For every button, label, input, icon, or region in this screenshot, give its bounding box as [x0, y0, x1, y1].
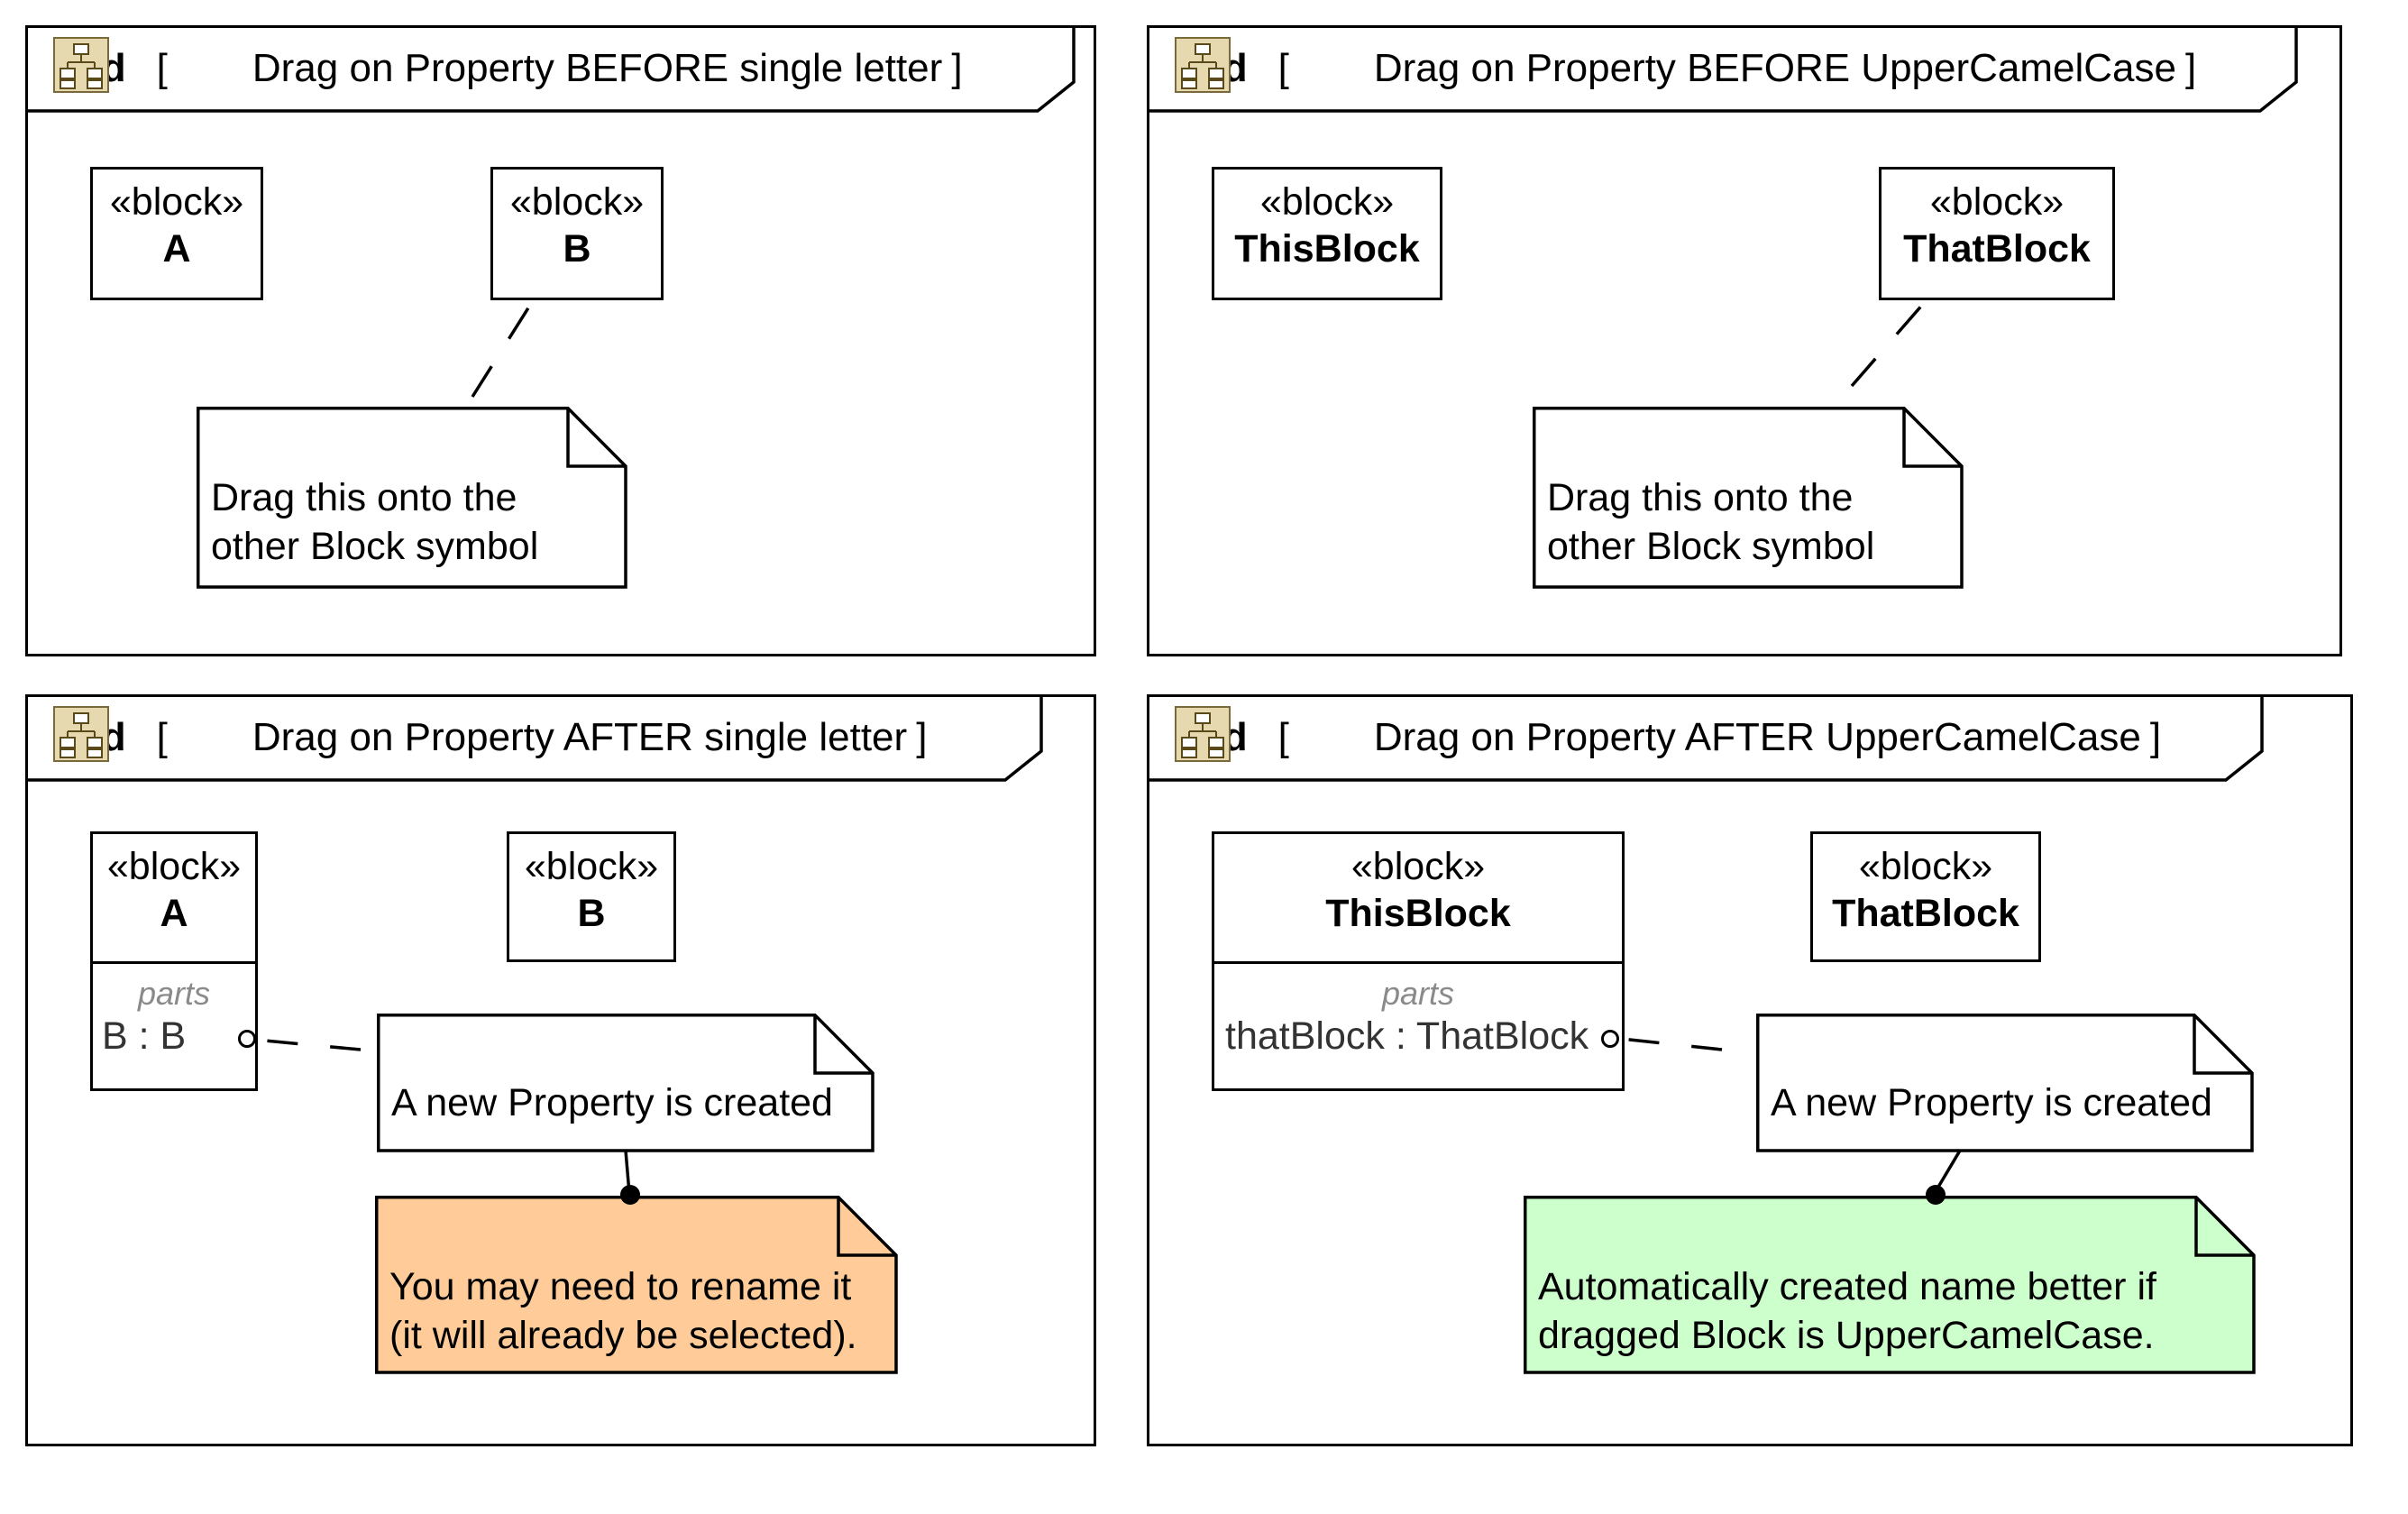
comment-note-rename-tip[interactable]: You may need to rename it (it will alrea…: [375, 1196, 898, 1374]
block-stereotype: «block»: [509, 180, 645, 224]
frame-header-tab: [28, 697, 1043, 782]
note-line: (it will already be selected).: [389, 1314, 857, 1357]
note-shape: [377, 1014, 874, 1152]
block-thisblock-with-parts[interactable]: «block» ThisBlock parts thatBlock : That…: [1212, 831, 1625, 1091]
block-name: B: [563, 227, 591, 271]
note-shape: [375, 1196, 898, 1374]
note-text: A new Property is created: [391, 1078, 833, 1127]
bracket-close: ]: [916, 715, 928, 759]
note-line: Drag this onto the: [1547, 476, 1854, 519]
note-text: Automatically created name better if dra…: [1538, 1262, 2156, 1360]
bracket-open: [: [1277, 46, 1289, 90]
part-property[interactable]: thatBlock : ThatBlock: [1225, 1014, 1589, 1058]
note-shape: [1533, 407, 1964, 589]
block-name: ThatBlock: [1903, 227, 2091, 271]
anchor-dot-icon: [1926, 1185, 1946, 1205]
note-line: A new Property is created: [391, 1081, 833, 1124]
parts-compartment: parts thatBlock : ThatBlock: [1214, 961, 1622, 1088]
frame-header-tab: [1149, 697, 2264, 782]
block-name: ThisBlock: [1325, 892, 1511, 935]
block-name: ThisBlock: [1234, 227, 1420, 271]
block-thatblock[interactable]: «block» ThatBlock: [1810, 831, 2041, 962]
note-line: Drag this onto the: [211, 476, 517, 519]
compartment-label: parts: [137, 975, 211, 1012]
bdd-diagram-icon: [1175, 37, 1358, 96]
note-text: Drag this onto the other Block symbol: [1547, 473, 1874, 571]
anchor-dot-icon: [620, 1185, 640, 1205]
frame-title: Drag on Property BEFORE single letter: [252, 46, 943, 90]
bracket-close: ]: [2185, 46, 2197, 90]
bracket-close: ]: [2149, 715, 2162, 759]
frame-header-tab: [28, 28, 1076, 113]
comment-note-property-created[interactable]: A new Property is created: [1756, 1014, 2254, 1152]
frame-title: Drag on Property AFTER single letter: [252, 715, 908, 759]
bdd-diagram-icon: [1175, 706, 1358, 766]
note-shape: [197, 407, 627, 589]
note-line: A new Property is created: [1771, 1081, 2212, 1124]
note-line: other Block symbol: [1547, 525, 1875, 568]
comment-note-drag-instruction[interactable]: Drag this onto the other Block symbol: [1533, 407, 1964, 589]
note-line: dragged Block is UpperCamelCase.: [1538, 1314, 2155, 1357]
block-stereotype: «block»: [106, 845, 242, 888]
block-b[interactable]: «block» B: [490, 167, 664, 300]
comment-note-naming-tip[interactable]: Automatically created name better if dra…: [1524, 1196, 2256, 1374]
note-text: You may need to rename it (it will alrea…: [389, 1262, 857, 1360]
block-stereotype: «block»: [109, 180, 244, 224]
comment-note-drag-instruction[interactable]: Drag this onto the other Block symbol: [197, 407, 627, 589]
note-line: other Block symbol: [211, 525, 539, 568]
part-property[interactable]: B : B: [102, 1014, 187, 1058]
bracket-open: [: [156, 46, 168, 90]
compartment-label: parts: [1381, 975, 1455, 1012]
bracket-close: ]: [951, 46, 963, 90]
port-circle-icon: [238, 1030, 256, 1048]
block-name: B: [577, 892, 606, 935]
frame-title: Drag on Property AFTER UpperCamelCase: [1373, 715, 2141, 759]
parts-compartment: parts B : B: [93, 961, 255, 1088]
block-stereotype: «block»: [1929, 180, 2065, 224]
port-circle-icon: [1601, 1030, 1619, 1048]
note-text: Drag this onto the other Block symbol: [211, 473, 538, 571]
block-stereotype: «block»: [524, 845, 659, 888]
block-name: ThatBlock: [1832, 892, 2019, 935]
bracket-open: [: [156, 715, 168, 759]
block-thatblock[interactable]: «block» ThatBlock: [1879, 167, 2115, 300]
bdd-diagram-icon: [53, 706, 236, 766]
comment-note-property-created[interactable]: A new Property is created: [377, 1014, 874, 1152]
note-shape: [1524, 1196, 2256, 1374]
bracket-open: [: [1277, 715, 1289, 759]
note-line: You may need to rename it: [389, 1265, 852, 1308]
block-b[interactable]: «block» B: [507, 831, 676, 962]
bdd-diagram-icon: [53, 37, 236, 96]
note-text: A new Property is created: [1771, 1078, 2212, 1127]
block-stereotype: «block»: [1350, 845, 1486, 888]
block-name: A: [160, 892, 188, 935]
block-thisblock[interactable]: «block» ThisBlock: [1212, 167, 1442, 300]
note-shape: [1756, 1014, 2254, 1152]
note-line: Automatically created name better if: [1538, 1265, 2156, 1308]
frame-header-tab: [1149, 28, 2298, 113]
block-a[interactable]: «block» A: [90, 167, 263, 300]
block-stereotype: «block»: [1858, 845, 1993, 888]
block-name: A: [162, 227, 191, 271]
block-a-with-parts[interactable]: «block» A parts B : B: [90, 831, 258, 1091]
block-stereotype: «block»: [1259, 180, 1395, 224]
frame-title: Drag on Property BEFORE UpperCamelCase: [1373, 46, 2176, 90]
